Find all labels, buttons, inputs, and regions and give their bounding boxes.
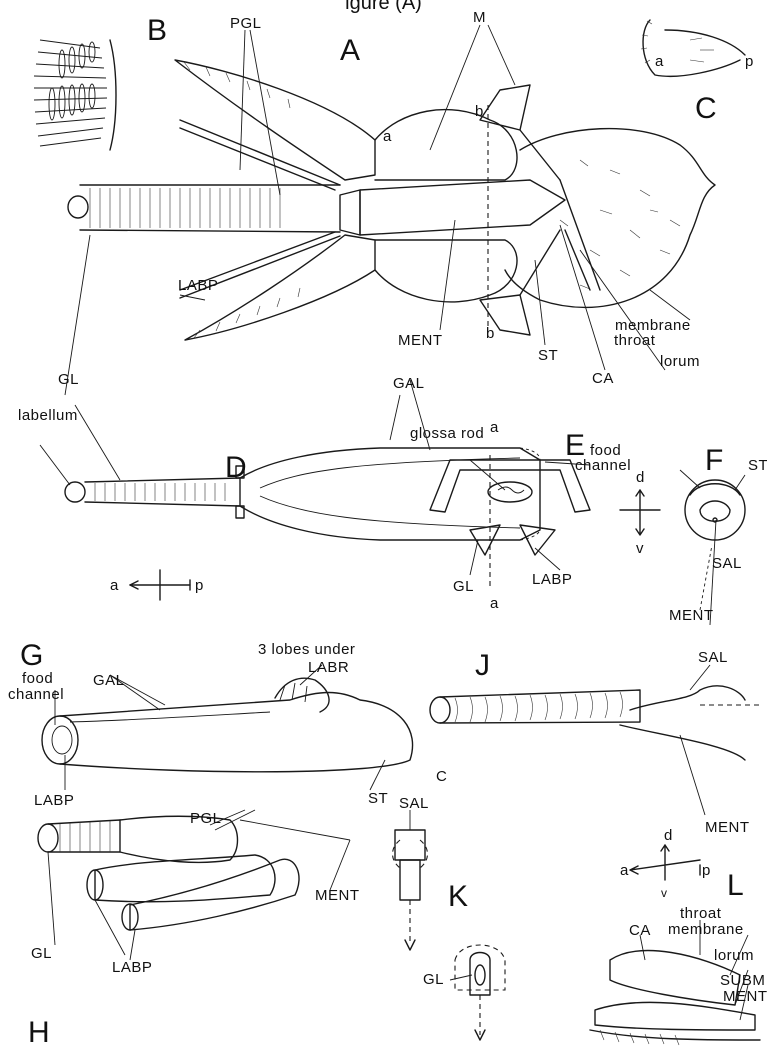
label-m: M (473, 9, 486, 26)
label-ment-a: MENT (398, 332, 443, 349)
label-ca-l: CA (629, 922, 651, 939)
panel-k-drawing (393, 830, 506, 1040)
label-d-a-top: a (490, 419, 499, 436)
label-ment-l: MENT (723, 988, 767, 1005)
label-sal-k: SAL (399, 795, 429, 812)
panel-label-a: A (340, 34, 360, 67)
label-v-l: v (661, 886, 667, 900)
panel-label-j: J (475, 649, 490, 682)
label-gl-e: GL (453, 578, 474, 595)
panel-e-drawing (430, 460, 660, 555)
label-throat-a1: throat (614, 332, 656, 349)
label-c-a: a (655, 53, 664, 70)
label-a-upper: a (383, 128, 392, 145)
panel-label-f: F (705, 444, 723, 477)
panel-label-b: B (147, 14, 167, 47)
label-glossa-rod: glossa rod (410, 425, 484, 442)
label-labellum: labellum (18, 407, 78, 424)
label-st-a: ST (538, 347, 558, 364)
label-b-lower: b (486, 325, 495, 342)
label-d-a: a (110, 577, 119, 594)
label-c-j: C (436, 768, 447, 785)
label-sal-f: SAL (712, 555, 742, 572)
label-lobes-1: 3 lobes under (258, 641, 355, 658)
label-gl-h: GL (31, 945, 52, 962)
label-d-e: d (636, 469, 645, 486)
label-throat-a2: membrane (615, 317, 691, 334)
label-labp-h: LABP (112, 959, 152, 976)
label-sal-j: SAL (698, 649, 728, 666)
label-v-e: v (636, 540, 644, 557)
label-food-g1: food (22, 670, 53, 687)
label-st-f: ST (748, 457, 767, 474)
label-labp-a: LABP (178, 277, 218, 294)
label-gal-a: GAL (393, 375, 425, 392)
panel-h-drawing (38, 816, 350, 930)
label-p-l: p (702, 862, 711, 879)
label-pgl-h: PGL (190, 810, 222, 827)
panel-a-drawing (68, 60, 715, 340)
label-a-l: a (620, 862, 629, 879)
label-lorum-l: lorum (714, 947, 754, 964)
label-ment-f: MENT (669, 607, 714, 624)
label-ment-j: MENT (705, 819, 750, 836)
label-lorum-a: lorum (660, 353, 700, 370)
label-d-p: p (195, 577, 204, 594)
panel-label-g: G (20, 639, 43, 672)
label-gl-a: GL (58, 371, 79, 388)
label-throat-l2: membrane (668, 921, 744, 938)
label-subm-l: SUBM (720, 972, 765, 989)
label-gal-g: GAL (93, 672, 125, 689)
label-labp-g: LABP (34, 792, 74, 809)
label-d-l: d (664, 827, 673, 844)
panel-label-h: H (28, 1016, 50, 1046)
panel-j-drawing (430, 686, 760, 760)
panel-b-drawing (34, 40, 116, 150)
label-food-e2: channel (575, 457, 631, 474)
panel-label-k: K (448, 880, 468, 913)
label-ca-a: CA (592, 370, 614, 387)
label-c-p: p (745, 53, 754, 70)
label-food-g2: channel (8, 686, 64, 703)
label-ment-h: MENT (315, 887, 360, 904)
label-lobes-2: LABR (308, 659, 349, 676)
panel-g-drawing (42, 678, 413, 772)
label-st-g: ST (368, 790, 388, 807)
label-d-a-bottom: a (490, 595, 499, 612)
label-gl-k: GL (423, 971, 444, 988)
panel-label-l: L (727, 869, 744, 902)
label-b-upper: b (475, 103, 484, 120)
label-throat-l1: throat (680, 905, 722, 922)
label-labp-e: LABP (532, 571, 572, 588)
label-pgl-a: PGL (230, 15, 262, 32)
panel-label-d: D (225, 451, 247, 484)
panel-label-c: C (695, 92, 717, 125)
